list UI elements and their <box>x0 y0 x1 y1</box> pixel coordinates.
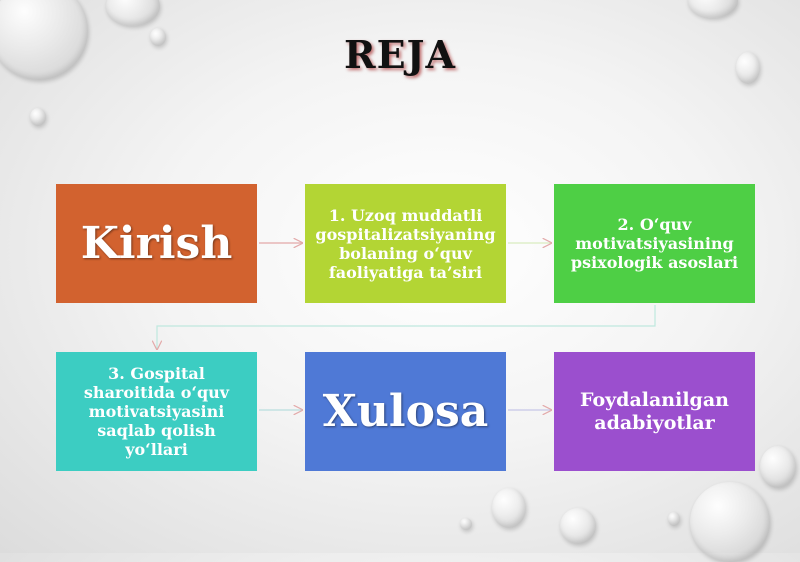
water-drop-decoration <box>688 0 738 18</box>
water-drop-decoration <box>560 508 596 544</box>
water-drop-decoration <box>760 446 796 488</box>
water-drop-decoration <box>668 512 680 526</box>
water-drop-decoration <box>736 52 760 84</box>
water-drop-decoration <box>30 108 46 126</box>
water-drop-decoration <box>150 28 166 46</box>
box-topic-2-label: 2. O‘quv motivatsiyasining psixologik as… <box>570 215 739 272</box>
box-xulosa-label: Xulosa <box>322 386 489 437</box>
box-foydalanilgan-label: Foydalanilgan adabiyotlar <box>580 388 729 434</box>
box-kirish: Kirish <box>56 184 257 303</box>
box-topic-1: 1. Uzoq muddatli gospitalizatsiyaning bo… <box>305 184 506 303</box>
slide-title: REJA <box>343 32 456 77</box>
box-topic-3: 3. Gospital sharoitida o‘quv motivatsiya… <box>56 352 257 471</box>
arrow-topic2-to-topic3 <box>157 305 656 349</box>
water-drop-decoration <box>460 518 472 530</box>
box-topic-2: 2. O‘quv motivatsiyasining psixologik as… <box>554 184 755 303</box>
box-kirish-label: Kirish <box>80 218 233 269</box>
water-drop-decoration <box>492 488 526 528</box>
box-topic-1-label: 1. Uzoq muddatli gospitalizatsiyaning bo… <box>315 205 496 282</box>
water-drop-decoration <box>690 482 770 562</box>
box-foydalanilgan: Foydalanilgan adabiyotlar <box>554 352 755 471</box>
box-xulosa: Xulosa <box>305 352 506 471</box>
box-topic-3-label: 3. Gospital sharoitida o‘quv motivatsiya… <box>83 364 230 459</box>
